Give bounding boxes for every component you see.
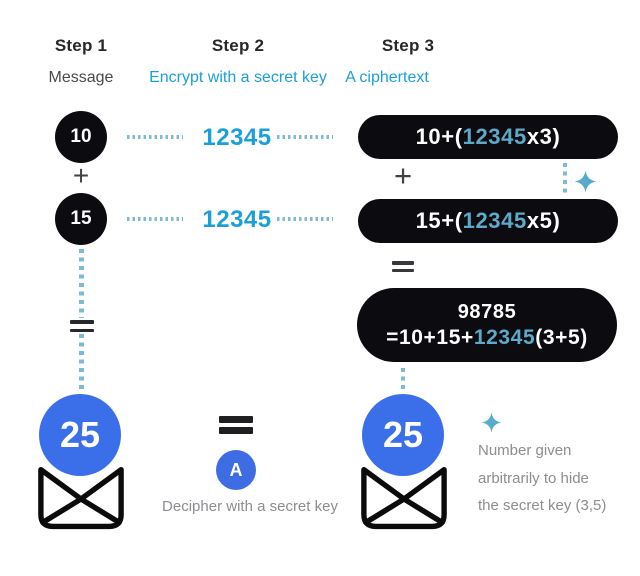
- column-header-step1: Step 1: [54, 36, 108, 55]
- note-line: the secret key (3,5): [478, 497, 607, 514]
- sum-text: (3+5): [535, 325, 588, 349]
- sum-text: =10+15+: [386, 325, 474, 349]
- message-value-circle-15: 15: [55, 193, 107, 245]
- dotted-connector: [277, 135, 333, 139]
- column-subtitle-encrypt: Encrypt with a secret key: [149, 69, 327, 86]
- cipher-sum-pill: 98785 =10+15+12345(3+5): [357, 288, 617, 362]
- result-circle-right: 25: [362, 394, 444, 476]
- column-header-step2: Step 2: [211, 36, 265, 55]
- cipher-text: 10+(: [415, 124, 463, 149]
- note-line: Number given: [478, 442, 572, 459]
- dotted-connector: [401, 368, 405, 390]
- message-value-circle-10: 10: [55, 111, 107, 163]
- cipher-text: x3): [526, 124, 561, 149]
- result-circle-left: 25: [39, 394, 121, 476]
- secret-key-value-top: 12345: [202, 124, 272, 151]
- decipher-key-badge: A: [216, 450, 256, 490]
- sum-key: 12345: [473, 325, 536, 349]
- dotted-connector-sparkle: [563, 163, 567, 197]
- equals-sign-decipher: [219, 416, 253, 434]
- dotted-connector: [127, 217, 183, 221]
- cipher-key: 12345: [462, 208, 527, 233]
- column-subtitle-message: Message: [48, 69, 114, 86]
- plus-sign-messages: +: [72, 160, 90, 191]
- dotted-connector: [277, 217, 333, 221]
- sum-expansion: =10+15+12345(3+5): [386, 326, 588, 350]
- note-line: arbitrarily to hide: [478, 469, 589, 487]
- sparkle-icon: [481, 412, 502, 433]
- secret-key-note: Number given arbitrarily to hide the sec…: [478, 437, 640, 520]
- column-header-step3: Step 3: [381, 36, 435, 55]
- secret-key-value-bottom: 12345: [202, 206, 272, 233]
- open-envelope-icon: [38, 466, 124, 530]
- decipher-caption: Decipher with a secret key: [162, 498, 338, 515]
- equals-sign-message: [70, 320, 94, 332]
- cipher-key: 12345: [462, 124, 527, 149]
- equals-sign-ciphertext: [392, 261, 414, 272]
- open-envelope-icon: [361, 466, 447, 530]
- dotted-connector: [127, 135, 183, 139]
- sum-result: 98785: [457, 300, 517, 323]
- cipher-text: x5): [526, 208, 561, 233]
- column-subtitle-ciphertext: A ciphertext: [345, 69, 429, 86]
- plus-sign-ciphertexts: +: [393, 158, 413, 193]
- cipher-text: 15+(: [415, 208, 463, 233]
- sparkle-icon: [574, 170, 597, 193]
